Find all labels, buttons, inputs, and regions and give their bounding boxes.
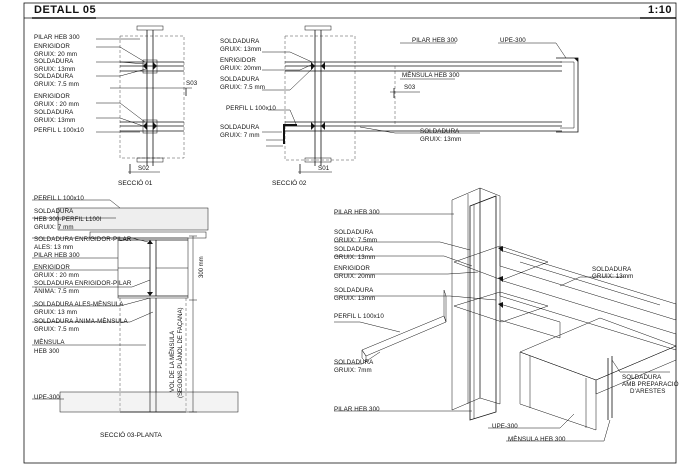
seccio-03-caption: SECCIÓ 03-PLANTA	[100, 432, 162, 439]
label: GRUIX: 7 mm	[34, 224, 74, 231]
label: PILAR HEB 300	[34, 34, 80, 41]
seccio-02-caption: SECCIÓ 02	[272, 180, 307, 187]
label: ENRIGIDOR	[34, 264, 70, 271]
iso-upe-label: UPE-300	[492, 423, 518, 430]
vol-mensula-note: (SEGONS PLÀNOL DE FAÇANA)	[178, 307, 184, 398]
iso-mensula-label: MÈNSULA HEB 300	[508, 436, 566, 443]
label: GRUIX: 7.5mm	[334, 237, 378, 244]
label: SOLDADURA	[220, 76, 260, 83]
label: ENRIGIDOR	[34, 93, 70, 100]
label: GRUIX: 20 mm	[34, 51, 78, 58]
label: GRUIX: 13mm	[34, 117, 76, 124]
label: GRUIX : 20 mm	[34, 101, 79, 108]
section-tag-s03: S03	[404, 84, 416, 91]
label: GRUIX: 13 mm	[34, 309, 78, 316]
label: SOLDADURA ALES-MÈNSULA	[34, 301, 124, 308]
label: SOLDADURA ÀNIMA-MÈNSULA	[34, 318, 128, 325]
sheet-scale: 1:10	[648, 4, 673, 16]
label: UPE-300	[34, 394, 60, 401]
label: SOLDADURA	[592, 266, 632, 273]
label: SOLDADURA	[220, 124, 260, 131]
label: PERFIL L 100x10	[34, 127, 84, 134]
label: GRUIX: 20mm	[334, 273, 376, 280]
label: PERFIL L 100x10	[334, 313, 384, 320]
label: ENRIGIDOR	[220, 57, 256, 64]
seccio-01-caption: SECCIÓ 01	[118, 180, 153, 187]
label: GRUIX: 7.5 mm	[34, 81, 79, 88]
section-tag-s02: S02	[138, 165, 150, 172]
label: SOLDADURA	[220, 38, 260, 45]
label: PILAR HEB 300	[334, 406, 380, 413]
label: SOLDADURA	[334, 246, 374, 253]
label: PERFIL L 100x10	[226, 105, 276, 112]
label: ÀNIMA: 7.5 mm	[34, 288, 79, 295]
label: GRUIX: 13mm	[420, 136, 462, 143]
mensula-label: MÈNSULA HEB 300	[402, 72, 460, 79]
label: PILAR HEB 300	[34, 252, 80, 259]
upe-label: UPE-300	[500, 37, 526, 44]
label: GRUIX : 20 mm	[34, 272, 79, 279]
label: GRUIX: 13mm	[334, 295, 376, 302]
label: SOLDADURA	[34, 109, 74, 116]
sheet-title: DETALL 05	[34, 4, 97, 16]
label: SOLDADURA ENRIGIDOR-PILAR	[34, 280, 132, 287]
isometric-drawing	[334, 187, 677, 442]
label: D'ARESTES	[630, 388, 666, 395]
vol-mensula-label: VOL DE LA MÈNSULA	[170, 330, 176, 392]
label: SOLDADURA	[34, 73, 74, 80]
label: ENRIGIDOR	[34, 43, 70, 50]
label: GRUIX: 20mm	[220, 65, 262, 72]
seccio-03-drawing	[32, 199, 239, 413]
label: GRUIX: 7.5 mm	[34, 326, 79, 333]
label: ALES: 13 mm	[34, 244, 74, 251]
dimension-300mm: 300 mm	[199, 256, 205, 278]
label: GRUIX: 7 mm	[220, 132, 260, 139]
section-tag-s01: S01	[318, 165, 330, 172]
label: ENRIGIDOR	[334, 265, 370, 272]
section-tag-s03: S03	[186, 80, 198, 87]
label: SOLDADURA	[334, 287, 374, 294]
pilar-label: PILAR HEB 300	[412, 37, 458, 44]
label: PERFIL L 100x10	[34, 195, 84, 202]
label: SOLDADURA	[622, 374, 662, 381]
seccio-01-drawing	[96, 25, 192, 174]
label: SOLDADURA	[420, 128, 460, 135]
label: GRUIX: 7mm	[334, 367, 372, 374]
label: PILAR HEB 300	[334, 209, 380, 216]
label: GRUIX: 13mm	[220, 46, 262, 53]
seccio-02-drawing	[262, 25, 579, 174]
label: HEB 300-PERFIL L100l	[34, 216, 102, 223]
label: SOLDADURA	[34, 208, 74, 215]
label: MÈNSULA	[34, 339, 65, 346]
label: SOLDADURA	[334, 229, 374, 236]
label: GRUIX: 13mm	[334, 254, 376, 261]
label: AMB PREPARACIÓ	[622, 381, 679, 388]
label: HEB 300	[34, 348, 60, 355]
label: SOLDADURA	[34, 58, 74, 65]
label: GRUIX: 13mm	[592, 273, 634, 280]
label: SOLDADURA ENRIGIDOR-PILAR	[34, 236, 132, 243]
label: SOLDADURA	[334, 359, 374, 366]
label: GRUIX: 7.5 mm	[220, 84, 265, 91]
label: GRUIX: 13mm	[34, 66, 76, 73]
